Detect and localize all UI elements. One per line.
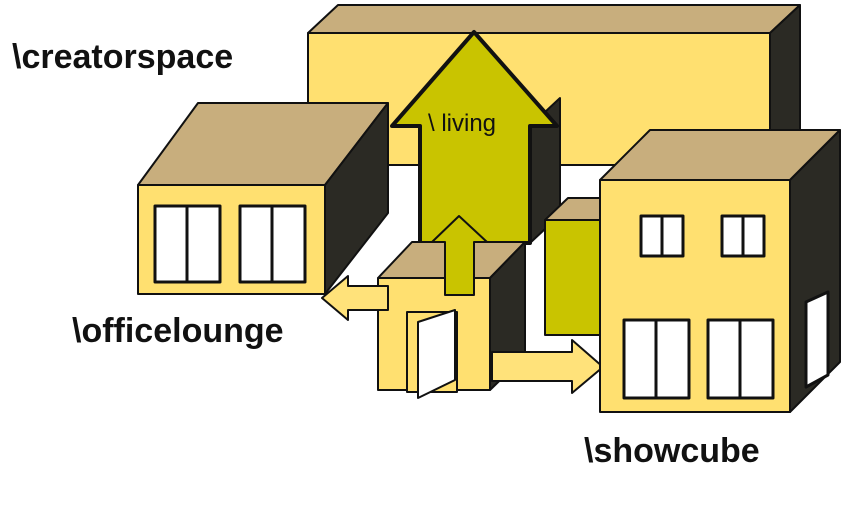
label-creatorspace: \creatorspace	[12, 38, 233, 76]
officelounge-building	[137, 102, 389, 295]
arrow-to-showcube	[491, 339, 604, 394]
creatorspace-roof	[307, 4, 801, 34]
label-showcube: \showcube	[584, 432, 760, 470]
entrance-door	[417, 309, 456, 399]
small-green-arrow	[431, 215, 488, 296]
showcube-side-window	[804, 290, 830, 389]
officelounge-side	[324, 102, 389, 295]
connector-front	[544, 219, 603, 336]
living-arrow-body	[390, 30, 559, 245]
arrow-to-officelounge	[321, 275, 389, 321]
showcube-building	[599, 129, 841, 413]
label-living: \ living	[428, 110, 496, 137]
label-officelounge: \officelounge	[72, 312, 284, 350]
